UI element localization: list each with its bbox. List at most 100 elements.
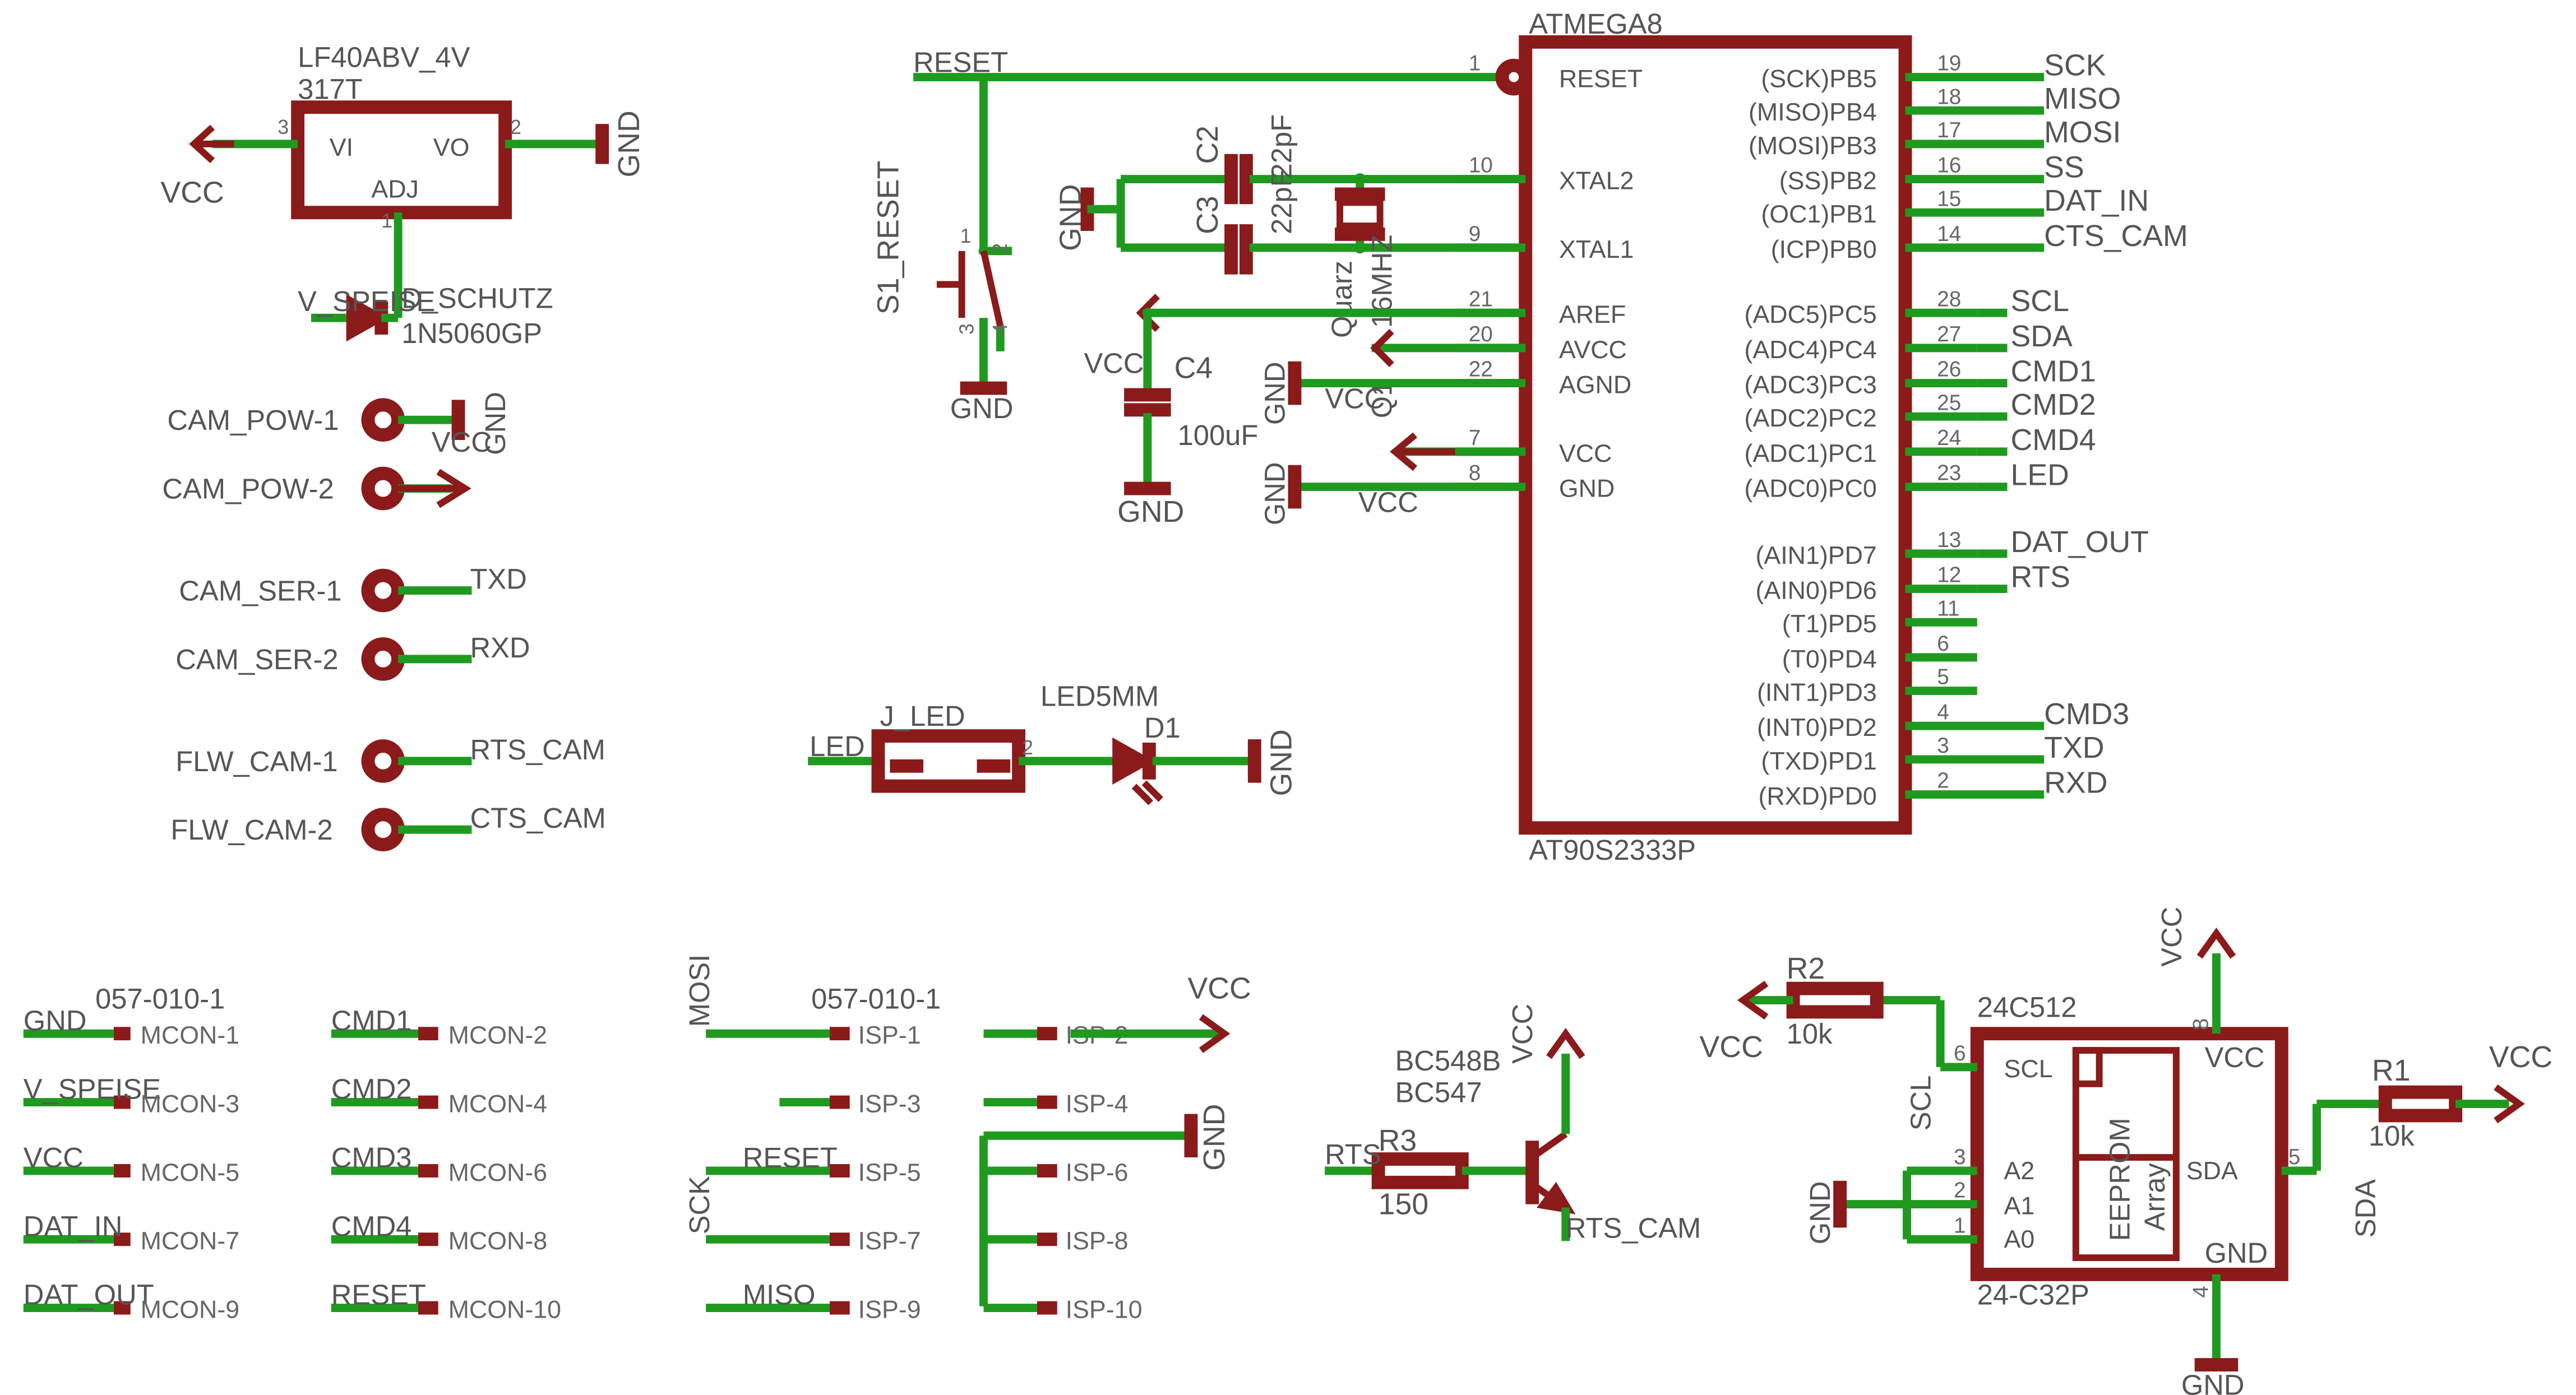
r2-vcc-label: VCC — [1700, 1030, 1763, 1064]
mcu-pin-name: (MOSI)PB3 — [1749, 132, 1877, 160]
mcu-pin-name: (INT1)PD3 — [1757, 678, 1877, 706]
eeprom-pin-a0: A0 — [2004, 1225, 2035, 1253]
switch-pin1: 1 — [960, 225, 972, 247]
crystal-circuit: GND C2 C3 22pF 22pF Quarz 16MHZ Q1 — [1054, 114, 1526, 418]
mcu-pin-num: 4 — [1937, 700, 1949, 724]
mcu-net-label: TXD — [2044, 731, 2104, 764]
pad-icon — [361, 637, 405, 681]
regulator-pin1-num: 1 — [381, 210, 392, 232]
mcu-net-label: CMD4 — [2010, 423, 2096, 457]
eeprom-sda-net: SDA — [2350, 1179, 2381, 1238]
regulator-pin3-num: 3 — [278, 116, 289, 138]
mcu-pin-name: (INT0)PD2 — [1757, 713, 1877, 741]
r1-value: 10k — [2369, 1120, 2415, 1152]
mcu-pin-num: 9 — [1469, 222, 1481, 246]
mcu-pin-num: 26 — [1937, 358, 1961, 382]
c2-value: 22pF — [1265, 114, 1297, 179]
eeprom-num-3: 3 — [1954, 1145, 1966, 1169]
mcu-net-label: CMD2 — [2010, 388, 2096, 421]
resistor-r2-icon — [1786, 981, 1884, 1019]
mcu-pin-num: 21 — [1469, 287, 1493, 311]
mcu-net-label: SCL — [2010, 284, 2069, 318]
reset-circuit: RESET S1_RESET 1 2 3 4 GND — [871, 47, 1533, 424]
agnd-vcc-label: VCC — [1325, 382, 1385, 414]
mcu-pin-num: 6 — [1937, 632, 1949, 656]
mcon-left-pin: MCON-3 — [141, 1090, 240, 1118]
led-circuit: LED J_LED 2 LED5MM D1 GND — [808, 680, 1298, 805]
eeprom-bottom-gnd: GND — [2181, 1369, 2245, 1395]
microcontroller: ATMEGA8 AT90S2333P 1RESET10XTAL29XTAL121… — [1455, 8, 2188, 866]
mcu-pin-name: RESET — [1559, 64, 1643, 92]
regulator-pin-adj: ADJ — [371, 175, 419, 203]
jumper-pin2: 2 — [1022, 736, 1033, 759]
eeprom-left-gnd: GND — [1804, 1181, 1836, 1244]
pad-icon — [361, 568, 405, 613]
vcc-arrow-icon — [1370, 328, 1394, 367]
vcc-arrow-icon — [1199, 1014, 1231, 1053]
mcu-pin-num: 27 — [1937, 322, 1961, 346]
pad-icon — [361, 398, 405, 442]
mcon-left-net: GND — [24, 1004, 87, 1036]
mcon-right-net: RESET — [331, 1279, 426, 1311]
isp-header-name: 057-010-1 — [811, 982, 941, 1014]
isp-gnd-label: GND — [1197, 1104, 1231, 1171]
regulator-pin-vi: VI — [330, 133, 353, 161]
c4-name: C4 — [1174, 351, 1213, 385]
agnd-gnd-label: GND — [1259, 362, 1291, 425]
mcu-pin-num: 5 — [1937, 665, 1949, 689]
mcu-pin-num: 17 — [1937, 118, 1961, 142]
mcu-pin-name: (AIN1)PD7 — [1755, 541, 1876, 569]
voltage-regulator: LF40ABV_4V 317T VI VO ADJ 3 2 1 VCC GND — [160, 41, 646, 295]
mcu-pin-name: (ADC4)PC4 — [1745, 336, 1877, 364]
mcu-net-label: CMD1 — [2010, 355, 2096, 388]
eeprom-pin-scl: SCL — [2004, 1055, 2053, 1083]
c4-gnd-label: GND — [1117, 495, 1184, 529]
mcu-left-pins: 1RESET10XTAL29XTAL121AREF20AVCC22AGND7VC… — [1455, 52, 1643, 502]
transistor-value: BC547 — [1395, 1077, 1482, 1109]
mcon-left-net: V_SPEISE — [24, 1073, 161, 1105]
mcu-net-label: SS — [2044, 151, 2084, 184]
mcu-pin-name: (TXD)PD1 — [1761, 747, 1876, 775]
mcu-net-label: MISO — [2044, 82, 2121, 115]
mcu-pin-num: 13 — [1937, 528, 1961, 552]
regulator-value: 317T — [298, 73, 363, 105]
eeprom-pin-vcc: VCC — [2205, 1041, 2265, 1073]
isp-left-net: MOSI — [683, 954, 715, 1027]
switch-lever — [980, 250, 1004, 327]
mcon-right-pin: MCON-4 — [448, 1090, 548, 1118]
switch-gnd-label: GND — [950, 392, 1014, 424]
isp-left-pin: ISP-9 — [858, 1295, 921, 1323]
mcu-pin-name: (ADC2)PC2 — [1745, 404, 1877, 432]
isp-right-pin: ISP-6 — [1066, 1158, 1129, 1187]
mcu-pin-name: GND — [1559, 474, 1615, 502]
pin8-gnd-label: GND — [1259, 462, 1291, 525]
mcu-pin-name: AVCC — [1559, 336, 1627, 364]
jumper-name: J_LED — [880, 700, 965, 732]
mcon-right-net: CMD2 — [331, 1073, 412, 1105]
isp-vcc-label: VCC — [1187, 972, 1251, 1005]
mcu-pin-num: 18 — [1937, 85, 1961, 109]
mcon-left-net: DAT_OUT — [24, 1279, 154, 1311]
mcu-net-label: RXD — [2044, 766, 2107, 800]
mcu-pin-num: 3 — [1937, 734, 1949, 758]
pin8-vcc-label: VCC — [1358, 486, 1418, 518]
mcu-pin-num: 22 — [1469, 358, 1493, 382]
crystal-icon — [1336, 199, 1384, 230]
regulator-name: LF40ABV_4V — [298, 41, 470, 73]
pad-icon — [361, 739, 405, 783]
isp-right-pin: ISP-4 — [1066, 1090, 1129, 1118]
mcu-name: ATMEGA8 — [1529, 8, 1663, 40]
eeprom-num-5: 5 — [2288, 1145, 2301, 1169]
eeprom-pin-a2: A2 — [2004, 1157, 2035, 1185]
pad-cam-ser-2: CAM_SER-2 — [175, 643, 338, 675]
eeprom-pin-gnd: GND — [2205, 1237, 2268, 1269]
r1-vcc-label: VCC — [2489, 1040, 2552, 1074]
mcu-pin-name: (SS)PB2 — [1779, 166, 1877, 194]
c3-name: C3 — [1191, 196, 1224, 234]
pad-flw-cam-1: FLW_CAM-1 — [175, 745, 337, 777]
isp-left-pin: ISP-3 — [858, 1090, 921, 1118]
analog-supply: VCC C4 100uF GND GND VCC GND VCC — [1084, 294, 1526, 529]
diode-value: 1N5060GP — [401, 317, 542, 349]
